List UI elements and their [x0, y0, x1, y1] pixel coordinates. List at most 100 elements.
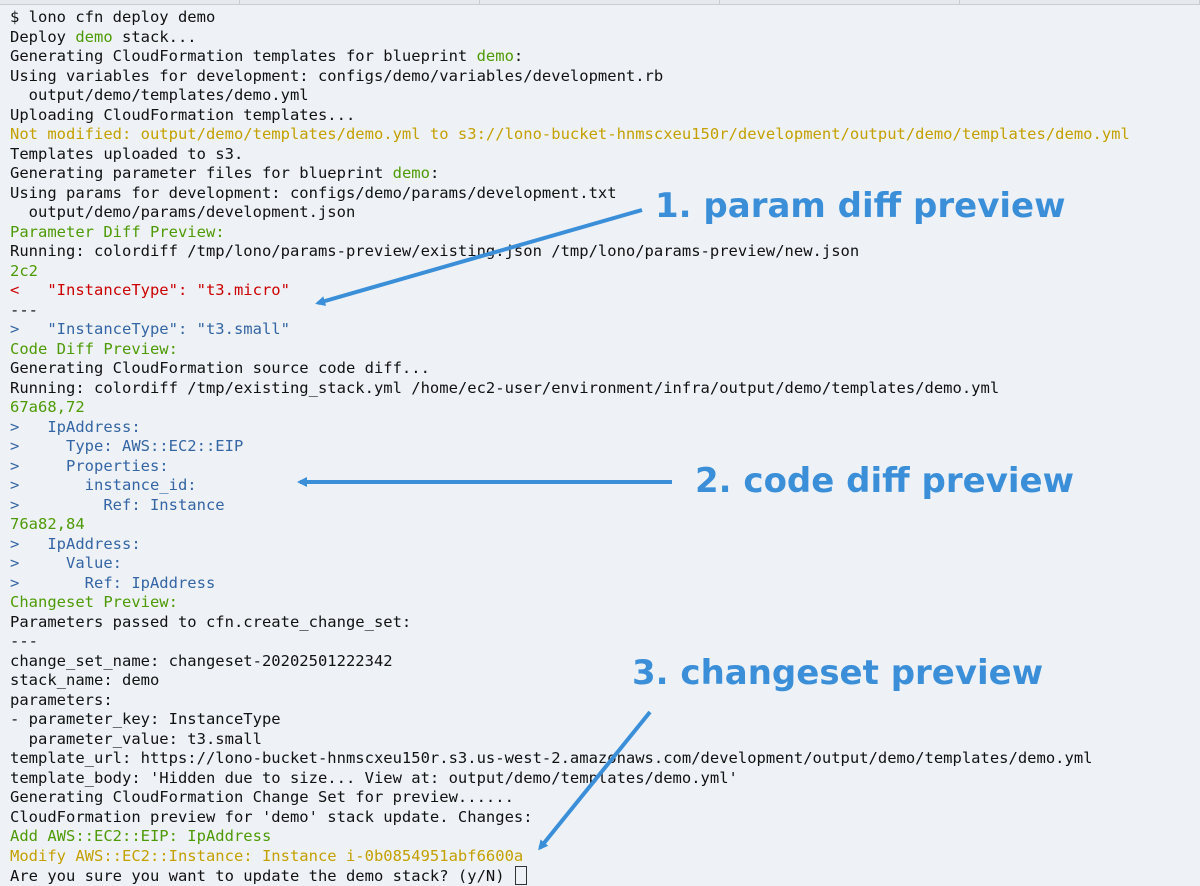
line-generating-templates: Generating CloudFormation templates for …	[10, 47, 1130, 67]
line-params-passed: Parameters passed to cfn.create_change_s…	[10, 613, 1130, 633]
text-segment: demo	[392, 164, 430, 182]
line-code-add-4: > instance_id:	[10, 476, 1130, 496]
line-code-add-3: > Properties:	[10, 457, 1130, 477]
text-segment: Templates uploaded to s3.	[10, 144, 244, 163]
text-segment: Are you sure you want to update the demo…	[10, 867, 514, 885]
line-param-diff-running: Running: colordiff /tmp/lono/params-prev…	[10, 242, 1130, 262]
line-parameters: parameters:	[10, 691, 1130, 711]
line-change-set-name: change_set_name: changeset-2020250122234…	[10, 652, 1130, 672]
text-segment: template_body: 'Hidden due to size... Vi…	[10, 768, 738, 787]
line-params-output: output/demo/params/development.json	[10, 203, 1130, 223]
text-segment: CloudFormation preview for 'demo' stack …	[10, 807, 533, 826]
line-code-diff-running: Running: colordiff /tmp/existing_stack.y…	[10, 379, 1130, 399]
text-segment: stack_name: demo	[10, 671, 160, 689]
line-yaml-start: ---	[10, 632, 1130, 652]
line-change-modify: Modify AWS::EC2::Instance: Instance i-0b…	[10, 847, 1130, 867]
text-segment: Using params for development: configs/de…	[10, 183, 617, 202]
text-segment: :	[429, 164, 440, 182]
text-segment: output/demo/templates/demo.yml	[10, 86, 309, 104]
text-segment: stack...	[112, 27, 197, 46]
text-segment: > IpAddress:	[10, 534, 141, 553]
line-code-add-5: > Ref: Instance	[10, 496, 1130, 516]
text-segment: Generating CloudFormation Change Set for…	[10, 788, 514, 806]
line-uploaded: Templates uploaded to s3.	[10, 145, 1130, 165]
line-generating-changeset: Generating CloudFormation Change Set for…	[10, 788, 1130, 808]
text-segment: 67a68,72	[10, 398, 85, 416]
line-uploading: Uploading CloudFormation templates...	[10, 106, 1130, 126]
line-preview-changes: CloudFormation preview for 'demo' stack …	[10, 808, 1130, 828]
line-template-body: template_body: 'Hidden due to size... Vi…	[10, 769, 1130, 789]
text-segment: Using variables for development: configs…	[10, 66, 664, 85]
line-param-diff-header: Parameter Diff Preview:	[10, 223, 1130, 243]
line-deploy: Deploy demo stack...	[10, 28, 1130, 48]
text-segment: parameter_value: t3.small	[10, 729, 262, 748]
tab[interactable]	[480, 0, 720, 5]
line-changeset-header: Changeset Preview:	[10, 593, 1130, 613]
text-segment: demo	[75, 27, 113, 46]
line-parameter-value: parameter_value: t3.small	[10, 730, 1130, 750]
terminal-cursor[interactable]	[514, 866, 527, 885]
line-variables: Using variables for development: configs…	[10, 67, 1130, 87]
tab[interactable]	[960, 0, 1200, 5]
line-code-add-1: > IpAddress:	[10, 418, 1130, 438]
text-segment: > Type: AWS::EC2::EIP	[10, 437, 244, 455]
line-change-add: Add AWS::EC2::EIP: IpAddress	[10, 827, 1130, 847]
text-segment: > instance_id:	[10, 476, 197, 494]
text-segment: > Properties:	[10, 456, 169, 475]
text-segment: output/demo/params/development.json	[10, 203, 356, 221]
line-template-url: template_url: https://lono-bucket-hnmscx…	[10, 749, 1130, 769]
text-segment: Generating CloudFormation source code di…	[10, 359, 430, 377]
line-code-hunk-2: 76a82,84	[10, 515, 1130, 535]
text-segment: $ lono cfn deploy demo	[10, 8, 216, 26]
text-segment: Running: colordiff /tmp/existing_stack.y…	[10, 378, 1000, 397]
text-segment: > "InstanceType": "t3.small"	[10, 320, 290, 338]
line-parameter-key: - parameter_key: InstanceType	[10, 710, 1130, 730]
line-not-modified: Not modified: output/demo/templates/demo…	[10, 125, 1130, 145]
text-segment: ---	[10, 300, 38, 319]
tab[interactable]	[0, 0, 240, 5]
text-segment: > Ref: IpAddress	[10, 573, 216, 592]
text-segment: Changeset Preview:	[10, 593, 178, 611]
text-segment: parameters:	[10, 690, 113, 709]
line-code-hunk-1: 67a68,72	[10, 398, 1130, 418]
line-code-add-2: > Type: AWS::EC2::EIP	[10, 437, 1130, 457]
text-segment: Add AWS::EC2::EIP: IpAddress	[10, 827, 272, 845]
line-generating-params: Generating parameter files for blueprint…	[10, 164, 1130, 184]
annotation-changeset: 3. changeset preview	[632, 653, 1044, 693]
line-code-add-6: > IpAddress:	[10, 535, 1130, 555]
line-diff-separator: ---	[10, 301, 1130, 321]
text-segment: Uploading CloudFormation templates...	[10, 105, 356, 124]
annotation-code-diff: 2. code diff preview	[695, 461, 1074, 501]
text-segment: Parameters passed to cfn.create_change_s…	[10, 612, 412, 631]
text-segment: Modify AWS::EC2::Instance: Instance i-0b…	[10, 846, 524, 865]
text-segment: > Ref: Instance	[10, 495, 225, 514]
tab[interactable]	[240, 0, 480, 5]
text-segment: Generating CloudFormation templates for …	[10, 47, 477, 65]
text-segment: ---	[10, 632, 38, 650]
line-code-add-8: > Ref: IpAddress	[10, 574, 1130, 594]
text-segment: < "InstanceType": "t3.micro"	[10, 281, 290, 299]
text-segment: Code Diff Preview:	[10, 339, 178, 358]
text-segment: 2c2	[10, 261, 38, 280]
tab[interactable]	[720, 0, 960, 5]
line-diff-added: > "InstanceType": "t3.small"	[10, 320, 1130, 340]
text-segment: - parameter_key: InstanceType	[10, 710, 281, 728]
line-confirm-prompt: Are you sure you want to update the demo…	[10, 866, 1130, 886]
text-segment: template_url: https://lono-bucket-hnmscx…	[10, 749, 1093, 767]
line-command: $ lono cfn deploy demo	[10, 8, 1130, 28]
line-diff-removed: < "InstanceType": "t3.micro"	[10, 281, 1130, 301]
tab-bar-edge	[0, 0, 1200, 6]
text-segment: change_set_name: changeset-2020250122234…	[10, 651, 393, 670]
text-segment: :	[513, 47, 524, 65]
annotation-param-diff: 1. param diff preview	[655, 186, 1066, 226]
text-segment: Not modified: output/demo/templates/demo…	[10, 125, 1130, 143]
line-code-add-7: > Value:	[10, 554, 1130, 574]
text-segment: > Value:	[10, 554, 122, 572]
text-segment: demo	[476, 47, 514, 65]
text-segment: Parameter Diff Preview:	[10, 222, 225, 241]
text-segment: Deploy	[10, 27, 76, 46]
text-segment: Running: colordiff /tmp/lono/params-prev…	[10, 242, 860, 260]
line-params: Using params for development: configs/de…	[10, 184, 1130, 204]
